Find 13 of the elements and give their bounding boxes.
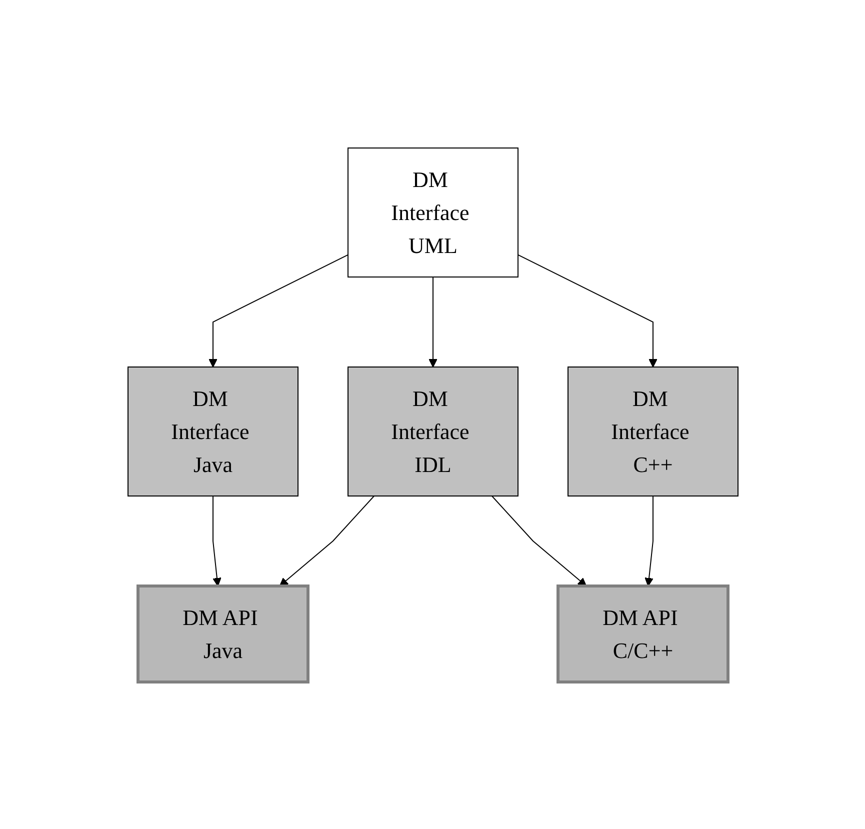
arrow — [212, 495, 221, 586]
arrow — [644, 495, 653, 586]
node-box: DM Interface Java — [127, 366, 298, 496]
arrow — [278, 495, 374, 586]
arrow — [428, 276, 437, 367]
node-box: DM API Java — [136, 584, 309, 683]
arrow — [517, 254, 657, 367]
arrow — [208, 254, 348, 367]
node-box: DM Interface C++ — [567, 366, 738, 496]
arrow — [490, 495, 586, 586]
node-box: DM API C/C++ — [556, 584, 729, 683]
node-box: DM Interface IDL — [347, 366, 518, 496]
node-box: DM Interface UML — [347, 147, 518, 277]
